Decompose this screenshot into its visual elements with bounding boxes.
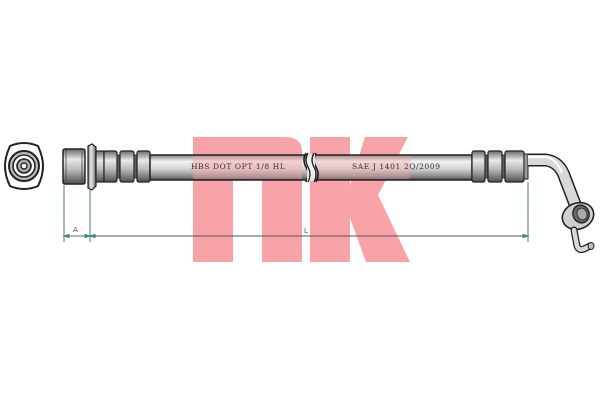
hose-tube	[149, 152, 473, 183]
right-fitting-icon	[471, 150, 595, 254]
dimension-l-label: L	[304, 227, 308, 235]
dimension-lines	[62, 182, 530, 242]
dimension-a-label: A	[73, 226, 78, 234]
hose-marking-right: SAE J 1401 2Q/2009	[352, 162, 441, 171]
left-fitting-icon	[62, 143, 151, 191]
fitting-end-view-icon	[3, 142, 45, 190]
hose-marking-left: HBS DOT OPT 1/8 HL	[191, 162, 286, 171]
